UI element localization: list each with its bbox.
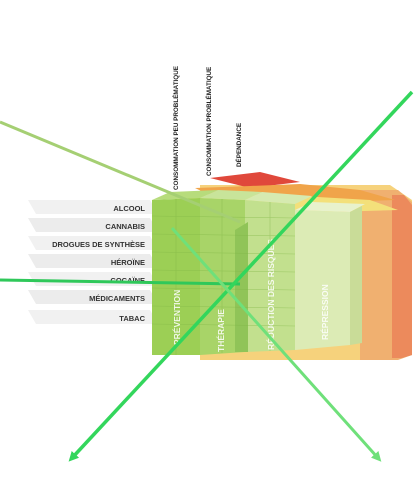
pillar-reduction-risques: RÉDUCTION DES RISQUES (266, 239, 276, 350)
header-dependance: DÉPENDANCE (234, 123, 243, 167)
horizontal-green-line (0, 278, 241, 286)
substance-labels: ALCOOL CANNABIS DROGUES DE SYNTHÈSE HÉRO… (52, 204, 146, 323)
substance-heroine: HÉROÏNE (111, 258, 145, 267)
olive-line (0, 120, 241, 224)
pillar-therapie: THÉRAPIE (216, 309, 226, 352)
substance-alcool: ALCOOL (113, 204, 145, 213)
substance-tabac: TABAC (119, 314, 145, 323)
green-matrix (152, 190, 365, 355)
substance-medicaments: MÉDICAMENTS (89, 294, 145, 303)
substance-cannabis: CANNABIS (105, 222, 145, 231)
column-headers: CONSOMMATION PEU PROBLÉMATIQUE CONSOMMAT… (171, 66, 243, 190)
top-red-band (210, 172, 300, 188)
pillar-prevention: PRÉVENTION (172, 290, 182, 345)
header-problematique: CONSOMMATION PROBLÉMATIQUE (204, 67, 213, 176)
substance-cocaine: COCAÏNE (110, 276, 145, 285)
diagonal-arrow-down-right (170, 226, 382, 462)
diagonal-arrow-down-left (68, 90, 414, 462)
header-peu-problematique: CONSOMMATION PEU PROBLÉMATIQUE (171, 66, 180, 190)
substance-drogues-synthese: DROGUES DE SYNTHÈSE (52, 240, 145, 249)
pillar-repression: RÉPRESSION (320, 284, 330, 340)
overlay-arrows (0, 90, 414, 462)
pillar-labels: PRÉVENTION THÉRAPIE RÉDUCTION DES RISQUE… (172, 239, 330, 352)
